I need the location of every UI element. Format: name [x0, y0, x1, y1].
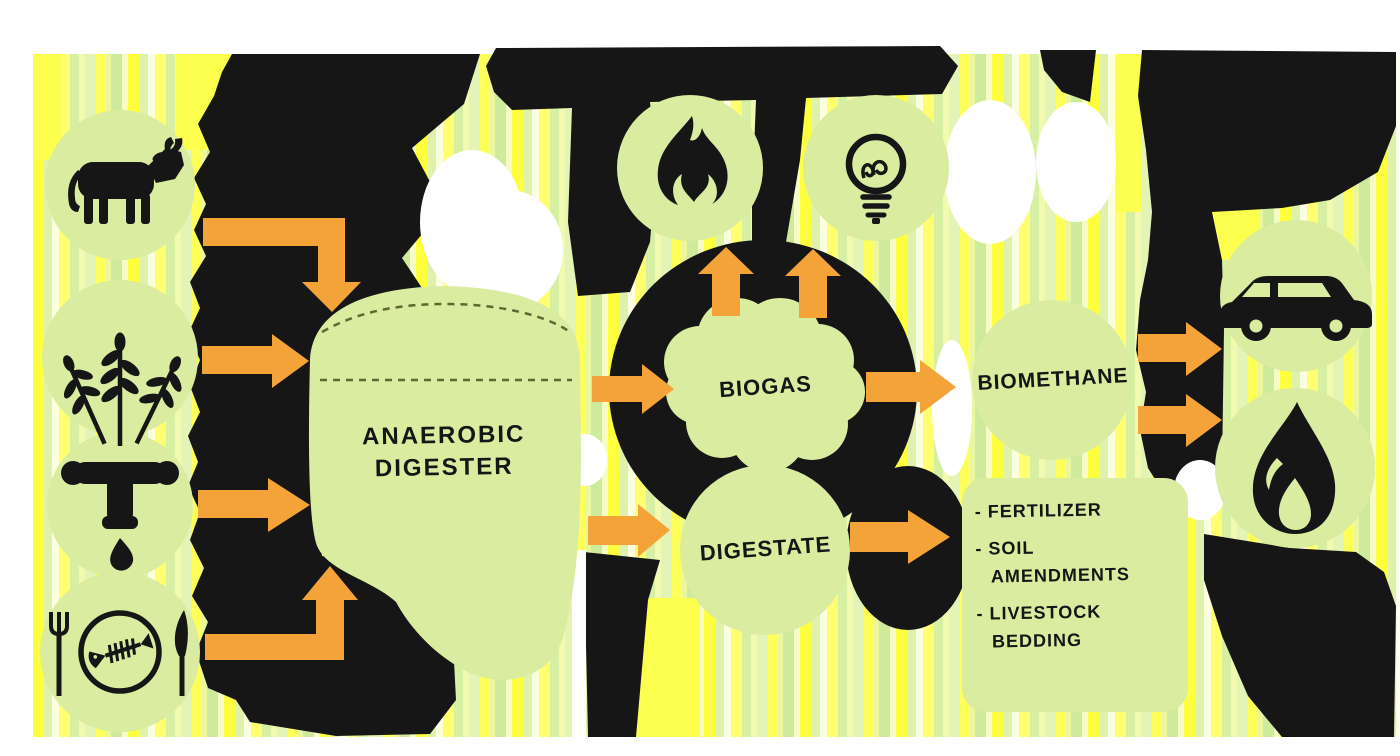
arrow-biogas-to-biomethane — [866, 360, 956, 414]
ink-blob-top-band — [486, 46, 958, 298]
biogas-cloud — [664, 298, 865, 472]
crops-icon — [63, 332, 182, 446]
arrow-biomethane-to-gas — [1138, 394, 1222, 447]
digester-tank — [308, 286, 581, 680]
knife-icon — [174, 610, 188, 696]
arrow-digestate-to-uses — [850, 510, 950, 564]
arrow-spigot-to-digester — [198, 478, 310, 532]
arrow-biogas-to-electricity — [785, 249, 841, 318]
digester-label: ANAEROBIC DIGESTER — [361, 420, 526, 483]
white-pockets — [420, 100, 1226, 737]
fork-icon — [49, 612, 69, 696]
digestate-node — [680, 465, 850, 635]
cow-icon — [68, 137, 184, 224]
arrow-digester-to-digestate — [588, 504, 670, 557]
lightbulb-icon — [845, 133, 907, 224]
biogas-use-node-electricity — [803, 95, 949, 241]
ink-blob-below-digestate-left — [584, 552, 660, 737]
arrow-biogas-to-heat — [698, 247, 754, 316]
heat-flame-icon — [657, 116, 728, 205]
digester-sketch-lines — [320, 302, 572, 382]
icons — [49, 116, 1372, 696]
digestate-uses-box — [962, 478, 1188, 712]
digestate-use-item: - FERTILIZER — [974, 499, 1102, 522]
gas-flame-icon — [1252, 402, 1336, 534]
ink-blob-top-right — [1136, 50, 1396, 504]
digestate-use-item: - SOIL AMENDMENTS — [975, 537, 1131, 587]
ink-blob-bottom-right — [1204, 534, 1396, 737]
fish-bones — [88, 633, 154, 669]
arrow-crops-to-digester — [202, 334, 309, 388]
spigot-icon — [61, 461, 179, 571]
biomethane-node — [972, 300, 1132, 460]
arrow-food-scraps-to-digester — [205, 566, 358, 660]
flow-arrows — [198, 218, 1222, 660]
arrow-biomethane-to-vehicle — [1138, 322, 1222, 376]
digestate-uses-list: - FERTILIZER - SOIL AMENDMENTS - LIVESTO… — [975, 494, 1178, 664]
arrow-manure-to-digester — [203, 218, 361, 312]
food-scraps-icon — [49, 610, 188, 696]
arrow-digester-to-biogas — [592, 364, 674, 414]
ink-blob-top-right-wedge — [1040, 50, 1096, 102]
car-icon — [1220, 276, 1372, 341]
digestate-use-item: - LIVESTOCK BEDDING — [976, 601, 1102, 652]
